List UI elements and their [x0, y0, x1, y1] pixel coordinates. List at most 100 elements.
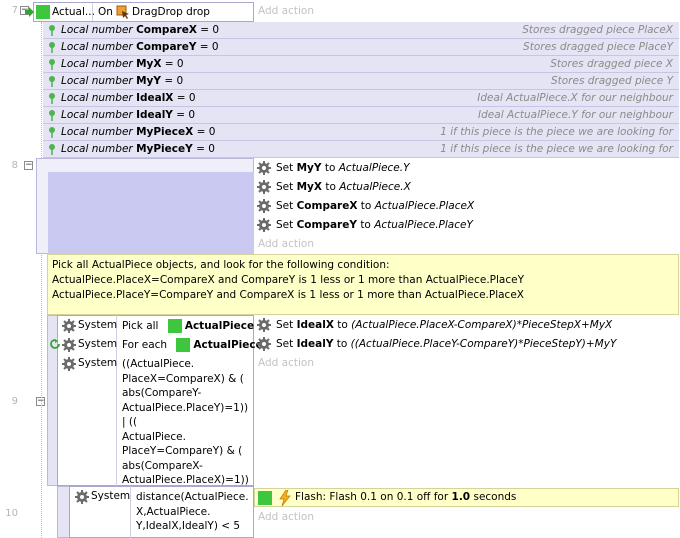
event-8-action-set-comparey[interactable]: Set CompareY to ActualPiece.PlaceY: [254, 216, 679, 235]
collapse-toggle-event-9[interactable]: −: [36, 396, 45, 406]
condition-system-pick-all[interactable]: System: [62, 319, 117, 333]
event-comment[interactable]: Pick all ActualPiece objects, and look f…: [47, 254, 679, 315]
gear-icon: [62, 338, 76, 352]
local-variable-myy[interactable]: Local number MyY = 0 Stores dragged piec…: [43, 73, 679, 90]
gear-icon: [257, 199, 271, 213]
action-to: to: [360, 200, 372, 212]
pin-icon: [49, 110, 55, 121]
condition-pick-all-text[interactable]: Pick all ActualPiece: [122, 319, 254, 333]
expression-line: abs(CompareX-: [122, 459, 203, 472]
local-variable-comment: 1 if this piece is the piece we are look…: [440, 126, 673, 138]
event-10-action-flash[interactable]: Flash: Flash 0.1 on 0.1 off for 1.0 seco…: [254, 488, 679, 507]
action-verb: Set: [276, 338, 294, 350]
gear-icon: [257, 180, 271, 194]
flash-duration-unit: seconds: [473, 491, 517, 503]
condition-distance-expression[interactable]: distance(ActualPiece. X,ActualPiece. Y,I…: [136, 490, 254, 534]
condition-compare-expression[interactable]: ((ActualPiece. PlaceX=CompareX) & ( abs(…: [122, 357, 254, 517]
pin-icon: [49, 93, 55, 104]
line-number-10: 10: [5, 508, 18, 519]
expression-line: PlaceY=CompareY) & (: [122, 445, 243, 457]
actualpiece-object-icon: [167, 319, 182, 333]
event-8-action-set-comparex[interactable]: Set CompareX to ActualPiece.PlaceX: [254, 197, 679, 216]
local-variable-comparex[interactable]: Local number CompareX = 0 Stores dragged…: [43, 22, 679, 39]
local-variable-value: = 0: [164, 75, 184, 87]
gear-icon: [62, 357, 76, 371]
trigger-arrow-icon: [25, 7, 34, 17]
local-variable-name: MyPieceX: [136, 126, 194, 138]
gear-icon: [257, 161, 271, 175]
gear-icon: [62, 319, 76, 333]
line-number-9: 9: [11, 396, 18, 407]
action-verb: Set: [276, 319, 294, 331]
event-9-action-set-idealx[interactable]: Set IdealX to (ActualPiece.PlaceX-Compar…: [254, 316, 679, 335]
event-9-action-set-idealy[interactable]: Set IdealY to ((ActualPiece.PlaceY-Compa…: [254, 335, 679, 354]
expression-line: Y,IdealX,IdealY) < 5: [136, 520, 241, 532]
local-variable-name: IdealY: [136, 109, 173, 121]
local-variable-mypiecey[interactable]: Local number MyPieceY = 0 1 if this piec…: [43, 141, 679, 158]
local-variable-idealy[interactable]: Local number IdealY = 0 Ideal ActualPiec…: [43, 107, 679, 124]
comment-line: Pick all ActualPiece objects, and look f…: [52, 259, 390, 271]
action-to: to: [324, 162, 336, 174]
condition-object-name: System: [78, 357, 118, 369]
flash-duration-value: 1.0: [451, 491, 471, 503]
action-to: to: [360, 219, 371, 231]
event-10-condition-inner: [69, 486, 254, 538]
local-variable-name: CompareY: [136, 41, 197, 53]
local-variable-myx[interactable]: Local number MyX = 0 Stores dragged piec…: [43, 56, 679, 73]
local-variable-type: Local number: [61, 109, 133, 121]
event-7-on-word: On: [98, 6, 113, 18]
local-variable-type: Local number: [61, 24, 133, 36]
local-variable-mypiecex[interactable]: Local number MyPieceX = 0 1 if this piec…: [43, 124, 679, 141]
event-10-add-action[interactable]: Add action: [258, 511, 314, 523]
action-expression: ((ActualPiece.PlaceY-CompareY)*PieceStep…: [350, 338, 617, 350]
collapse-toggle-event-8[interactable]: −: [24, 160, 33, 170]
local-variable-comment: Ideal ActualPiece.X for our neighbour: [477, 92, 673, 104]
action-variable: CompareY: [296, 219, 357, 231]
local-variable-idealx[interactable]: Local number IdealX = 0 Ideal ActualPiec…: [43, 90, 679, 107]
local-variable-comparey[interactable]: Local number CompareY = 0 Stores dragged…: [43, 39, 679, 56]
dragdrop-behavior-icon: [116, 5, 129, 19]
condition-system-for-each[interactable]: System: [62, 338, 117, 352]
event-8-action-set-myx[interactable]: Set MyX to ActualPiece.X: [254, 178, 679, 197]
local-variable-type: Local number: [61, 92, 133, 104]
action-variable: CompareX: [296, 200, 358, 212]
local-variable-comment: Stores dragged piece X: [550, 58, 673, 70]
local-variable-value: = 0: [176, 92, 196, 104]
line-number-7: 7: [11, 5, 18, 16]
local-variable-value: = 0: [196, 126, 216, 138]
local-variable-value: = 0: [164, 58, 184, 70]
action-verb: Set: [276, 181, 294, 193]
condition-system-compare[interactable]: System: [62, 357, 118, 371]
condition-system-distance[interactable]: System: [75, 490, 131, 504]
condition-for-each-text[interactable]: For each ActualPiece: [122, 338, 263, 352]
local-variable-comment: Stores dragged piece Y: [550, 75, 673, 87]
event-8-condition-empty-area: [48, 172, 254, 254]
condition-column-separator: [116, 315, 117, 486]
action-expression: (ActualPiece.PlaceX-CompareX)*PieceStepX…: [351, 319, 613, 331]
local-variable-comment: Ideal ActualPiece.Y for our neighbour: [478, 109, 673, 121]
condition-verb: For each: [122, 339, 168, 351]
condition-object-name: System: [91, 490, 131, 502]
pin-icon: [49, 42, 55, 53]
action-variable: MyY: [296, 162, 322, 174]
local-variable-name: CompareX: [136, 24, 197, 36]
local-variable-type: Local number: [61, 75, 133, 87]
condition-column-separator: [130, 486, 131, 538]
expression-line: X,ActualPiece.: [136, 505, 211, 518]
condition-separator: [92, 3, 93, 21]
event-7-condition-block[interactable]: Actual... On DragDrop drop: [25, 2, 254, 22]
event-9-add-action[interactable]: Add action: [258, 357, 314, 369]
expression-line: ActualPiece.PlaceY)=1)) | ((: [122, 401, 249, 429]
pin-icon: [49, 144, 55, 155]
event-8-action-set-myy[interactable]: Set MyY to ActualPiece.Y: [254, 159, 679, 178]
expression-line: ((ActualPiece.: [122, 358, 195, 370]
pin-icon: [49, 76, 55, 87]
event-9-condition-inner: [57, 315, 254, 486]
actualpiece-object-icon: [36, 5, 50, 19]
action-to: to: [336, 338, 348, 350]
local-variable-value: = 0: [196, 143, 215, 155]
action-verb: Set: [276, 162, 294, 174]
event-8-add-action[interactable]: Add action: [258, 238, 314, 250]
indent-guide: [41, 22, 42, 538]
event-7-add-action[interactable]: Add action: [258, 5, 314, 17]
